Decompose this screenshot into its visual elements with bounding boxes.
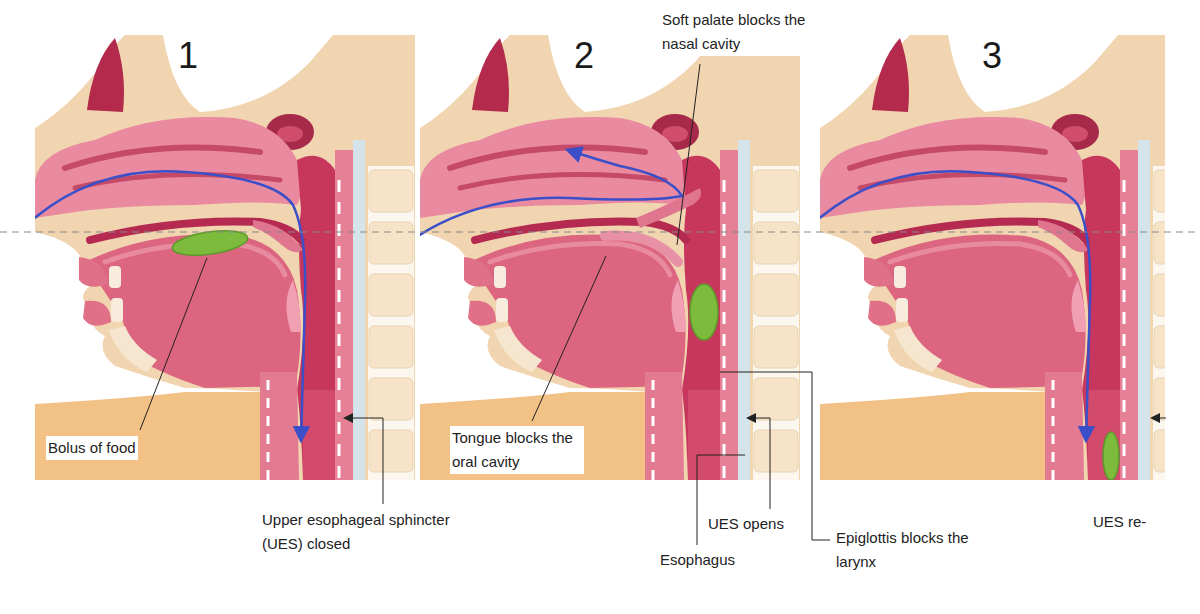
leader-line [753, 418, 770, 509]
part-label: UES opens [706, 512, 786, 536]
panel-one [35, 35, 415, 480]
soft-palate [253, 220, 303, 252]
bolus [690, 284, 718, 340]
guide-line [0, 232, 1200, 233]
part-label: Tongue blocks the oral cavity [450, 426, 584, 474]
soft-palate [636, 188, 701, 228]
leader-line [350, 418, 383, 504]
tongue-raised [605, 236, 678, 262]
leader-line [532, 256, 606, 421]
air-flow-arrow [35, 171, 305, 440]
panel-number: 3 [980, 36, 1004, 76]
pointer-heads [343, 413, 1160, 423]
leader-lines [140, 64, 1166, 545]
leader-line [677, 64, 700, 245]
pointer-head [343, 413, 353, 423]
head-section [35, 35, 415, 480]
head-section [820, 35, 1165, 480]
part-label: Upper esophageal sphincter (UES) closed [260, 508, 474, 556]
panel-three [820, 35, 1165, 480]
bolus [1103, 432, 1119, 480]
air-flow-arrow [820, 171, 1090, 440]
panel-two [420, 35, 800, 480]
part-label: Soft palate blocks the nasal cavity [660, 8, 824, 56]
pointer-head [746, 413, 756, 423]
part-label: Bolus of food [46, 436, 138, 460]
soft-palate [1038, 220, 1088, 252]
part-label: Esophagus [658, 548, 737, 572]
part-label: UES re- [1091, 510, 1148, 534]
air-flow-arrow [420, 150, 682, 238]
panel-number: 1 [176, 36, 200, 76]
head-section [420, 35, 800, 480]
pointer-head [1150, 413, 1160, 423]
leader-line [140, 258, 207, 430]
part-label: Epiglottis blocks the larynx [834, 526, 998, 574]
panel-number: 2 [572, 36, 596, 76]
